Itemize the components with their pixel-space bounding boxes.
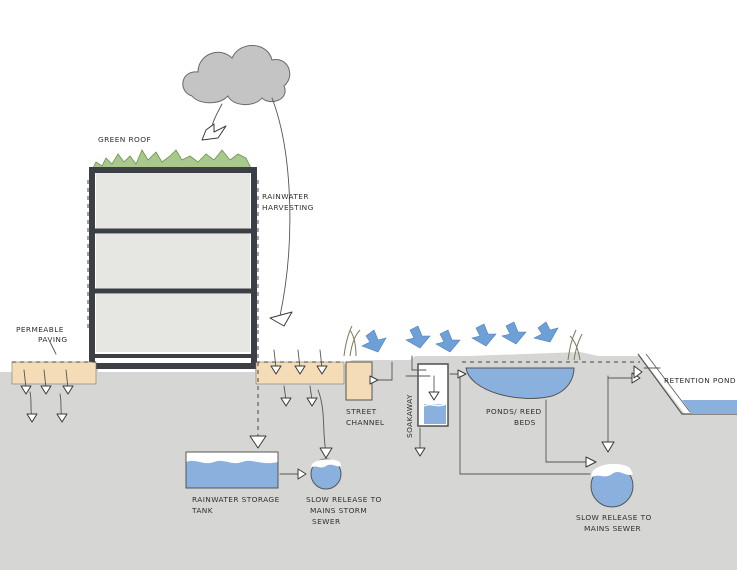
building bbox=[87, 167, 259, 369]
permeable-paving-label: PERMEABLE bbox=[16, 325, 64, 334]
rain-to-roof-arrow bbox=[201, 123, 227, 141]
rain-cloud bbox=[182, 45, 291, 105]
ponds-reed-beds-label: PONDS/ REED bbox=[486, 407, 542, 416]
retention-pond bbox=[637, 353, 737, 415]
retention-pond-label: RETENTION POND bbox=[664, 376, 736, 385]
street-channel-label-2: CHANNEL bbox=[346, 418, 385, 427]
rainwater-harvesting-label-2: HARVESTING bbox=[262, 203, 314, 212]
storm-sewer-pipe bbox=[310, 458, 342, 490]
rain-arrows bbox=[361, 321, 559, 353]
ground bbox=[0, 352, 737, 570]
soakaway bbox=[405, 355, 449, 427]
infiltration-arrows-right bbox=[270, 349, 328, 407]
rainwater-harvesting-arrow-line bbox=[271, 97, 291, 317]
slow-release-storm-label-3: SEWER bbox=[312, 517, 340, 526]
slow-release-storm-label-2: MAINS STORM bbox=[310, 506, 367, 515]
rainwater-harvesting-label: RAINWATER bbox=[262, 192, 309, 201]
green-roof-label: GREEN ROOF bbox=[98, 135, 151, 144]
pond-reed-beds bbox=[462, 329, 640, 399]
green-roof-vegetation bbox=[91, 149, 253, 171]
slow-release-sewer-label-2: MAINS SEWER bbox=[584, 524, 641, 533]
permeable-paving-label-2: PAVING bbox=[38, 335, 67, 344]
street-channel-label: STREET bbox=[346, 407, 377, 416]
infiltration-arrows-left bbox=[20, 369, 74, 423]
rainwater-storage-tank-label-2: TANK bbox=[191, 506, 213, 515]
rainwater-storage-tank-label: RAINWATER STORAGE bbox=[192, 495, 280, 504]
slow-release-sewer-label: SLOW RELEASE TO bbox=[576, 513, 652, 522]
ponds-reed-beds-label-2: BEDS bbox=[514, 418, 536, 427]
mains-sewer-pipe bbox=[590, 463, 634, 508]
soakaway-label: SOAKAWAY bbox=[405, 394, 414, 438]
rainwater-harvesting-arrow-head bbox=[269, 311, 293, 327]
slow-release-storm-label: SLOW RELEASE TO bbox=[306, 495, 382, 504]
rainwater-storage-tank bbox=[185, 451, 279, 489]
